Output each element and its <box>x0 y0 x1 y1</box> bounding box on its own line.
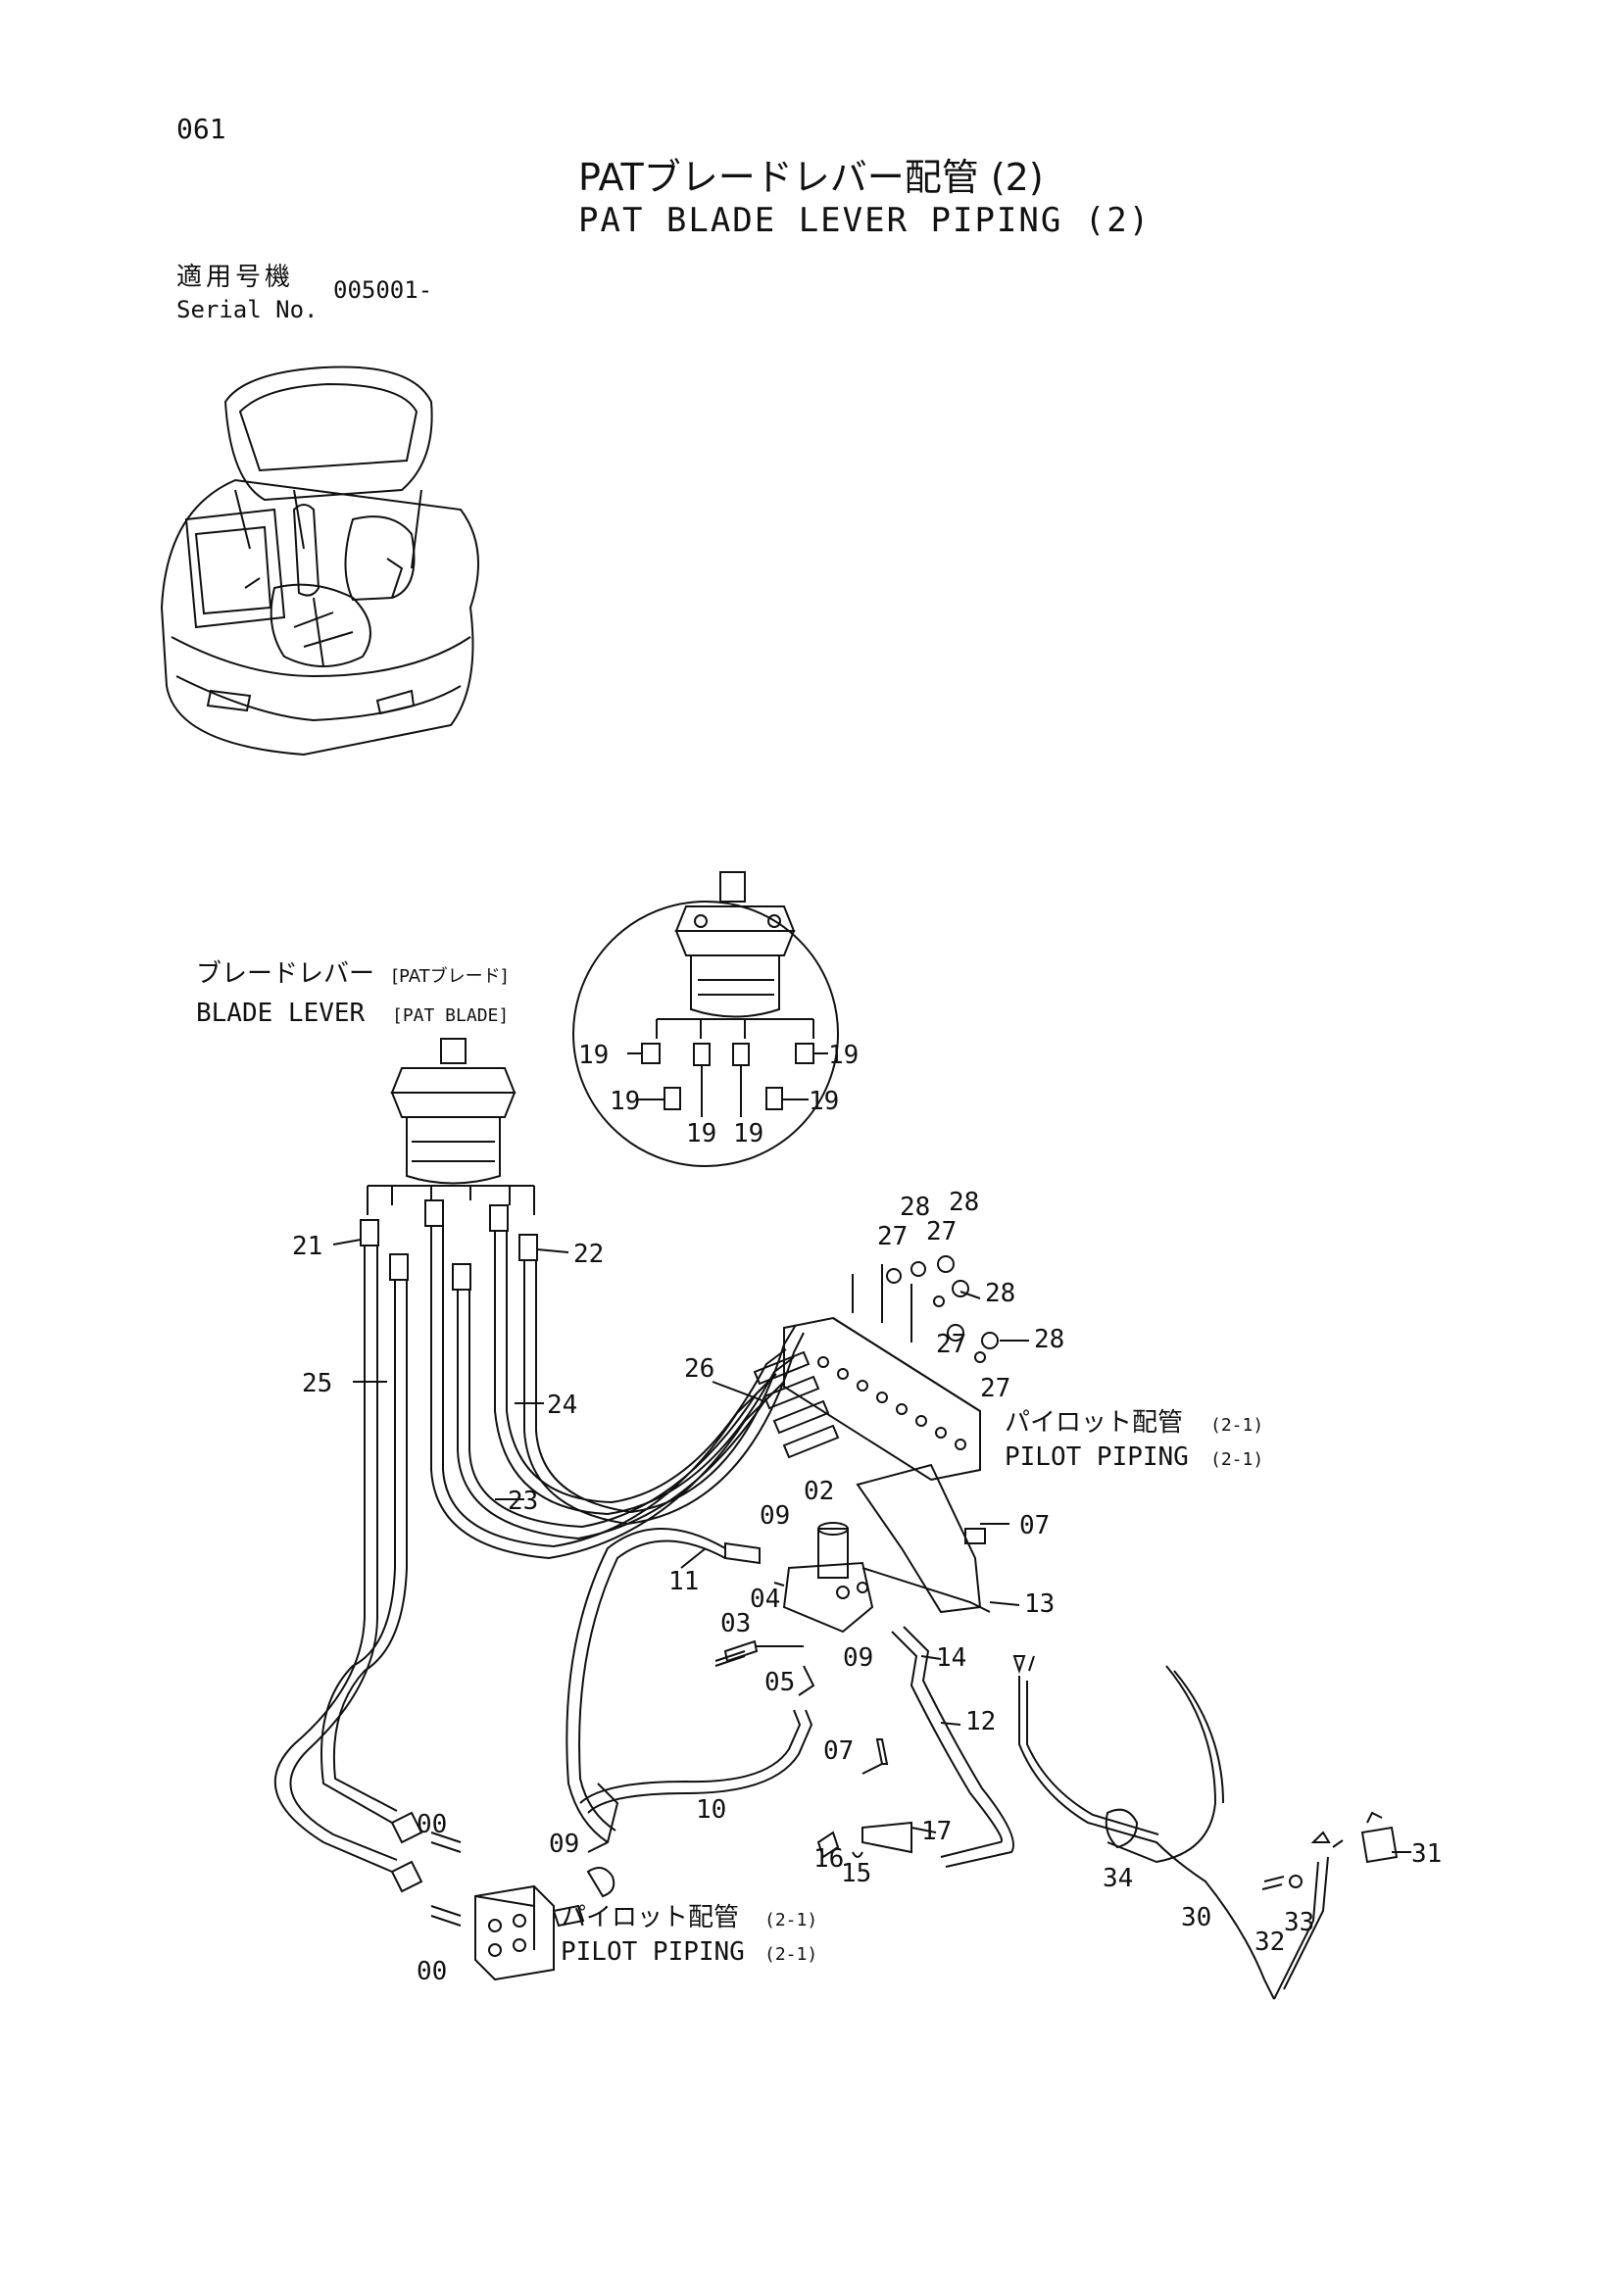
part-label-28: 28 <box>900 1193 930 1222</box>
part-number-labels: 19 19 19 19 19 19 21 22 23 24 25 26 27 2… <box>292 1041 1442 1986</box>
part-label-23: 23 <box>508 1487 538 1516</box>
part-label-34: 34 <box>1103 1864 1133 1893</box>
part-label-05: 05 <box>764 1668 795 1697</box>
part-label-19: 19 <box>686 1119 716 1148</box>
pilot-piping-label-japanese-lower: パイロット配管 <box>561 1903 739 1932</box>
part-label-11: 11 <box>668 1567 699 1596</box>
part-label-07: 07 <box>823 1736 854 1766</box>
part-label-26: 26 <box>684 1354 714 1384</box>
part-label-16: 16 <box>813 1844 844 1874</box>
part-label-00: 00 <box>417 1810 447 1839</box>
leader-lines <box>332 1239 1411 1853</box>
solenoid-valve-assembly <box>723 1463 1009 1696</box>
part-label-33: 33 <box>1284 1908 1314 1937</box>
part-label-27: 27 <box>926 1217 957 1246</box>
part-label-09: 09 <box>843 1643 873 1673</box>
page-number: 061 <box>176 113 226 145</box>
part-label-09: 09 <box>549 1830 579 1859</box>
excavator-overview-illustration <box>160 366 479 757</box>
part-label-27: 27 <box>980 1374 1010 1403</box>
page-title-japanese: PATブレードレバー配管 (2) <box>578 156 1044 199</box>
part-label-12: 12 <box>965 1707 996 1736</box>
part-label-28: 28 <box>985 1279 1015 1308</box>
lower-pilot-manifold <box>390 1783 619 1981</box>
blade-lever-label-japanese: ブレードレバー <box>196 959 374 989</box>
page-title-english: PAT BLADE LEVER PIPING (2) <box>578 201 1152 240</box>
part-label-07: 07 <box>1019 1511 1050 1540</box>
part-label-32: 32 <box>1254 1928 1285 1957</box>
part-label-24: 24 <box>547 1391 577 1420</box>
part-label-09: 09 <box>760 1501 790 1531</box>
serial-number-value: 005001- <box>333 276 433 304</box>
pilot-piping-ref-japanese-lower: (2-1) <box>764 1910 817 1930</box>
part-label-28: 28 <box>1034 1325 1064 1354</box>
part-label-30: 30 <box>1181 1903 1211 1932</box>
part-label-21: 21 <box>292 1232 322 1261</box>
part-label-14: 14 <box>936 1643 966 1673</box>
hose-fittings-right <box>753 1350 840 1459</box>
part-label-19: 19 <box>610 1087 640 1116</box>
part-label-25: 25 <box>302 1369 332 1398</box>
part-label-28: 28 <box>949 1188 979 1217</box>
pilot-manifold-bracket <box>783 1255 999 1482</box>
part-label-19: 19 <box>809 1087 839 1116</box>
part-label-02: 02 <box>804 1477 834 1506</box>
serial-label-japanese: 適用号機 <box>176 263 295 292</box>
serial-label-english: Serial No. <box>176 296 319 323</box>
part-label-13: 13 <box>1024 1589 1055 1619</box>
pilot-piping-ref-english-upper: (2-1) <box>1210 1449 1263 1470</box>
part-label-03: 03 <box>720 1609 751 1638</box>
detail-circle-blade-lever <box>572 871 839 1167</box>
part-label-22: 22 <box>573 1240 604 1269</box>
pilot-piping-ref-english-lower: (2-1) <box>764 1944 817 1965</box>
part-label-00: 00 <box>417 1957 447 1986</box>
blade-lever-assembly <box>360 1038 538 1291</box>
part-label-19: 19 <box>733 1119 763 1148</box>
hydraulic-hoses <box>273 1227 805 1873</box>
pilot-piping-label-japanese-upper: パイロット配管 <box>1005 1408 1183 1438</box>
part-label-04: 04 <box>750 1585 780 1614</box>
part-label-17: 17 <box>921 1817 952 1846</box>
part-label-19: 19 <box>578 1041 609 1070</box>
part-label-31: 31 <box>1411 1839 1442 1869</box>
blade-lever-tag-japanese: [PATブレード] <box>392 965 508 987</box>
callout-text: ブレードレバー [PATブレード] BLADE LEVER [PAT BLADE… <box>196 959 1263 1967</box>
pilot-hoses-10-11-12 <box>566 1528 1014 1868</box>
small-hardware <box>714 1650 912 1859</box>
blade-lever-label-english: BLADE LEVER <box>196 999 366 1028</box>
pilot-piping-label-english-upper: PILOT PIPING <box>1005 1442 1189 1472</box>
wiring-harness <box>1012 1655 1399 2000</box>
pilot-piping-label-english-lower: PILOT PIPING <box>561 1937 745 1967</box>
part-label-15: 15 <box>841 1859 871 1888</box>
blade-lever-tag-english: [PAT BLADE] <box>392 1005 509 1026</box>
part-label-27: 27 <box>936 1330 966 1359</box>
part-label-10: 10 <box>696 1795 726 1825</box>
pilot-piping-ref-japanese-upper: (2-1) <box>1210 1415 1263 1436</box>
part-label-19: 19 <box>828 1041 859 1070</box>
part-label-27: 27 <box>877 1222 908 1251</box>
